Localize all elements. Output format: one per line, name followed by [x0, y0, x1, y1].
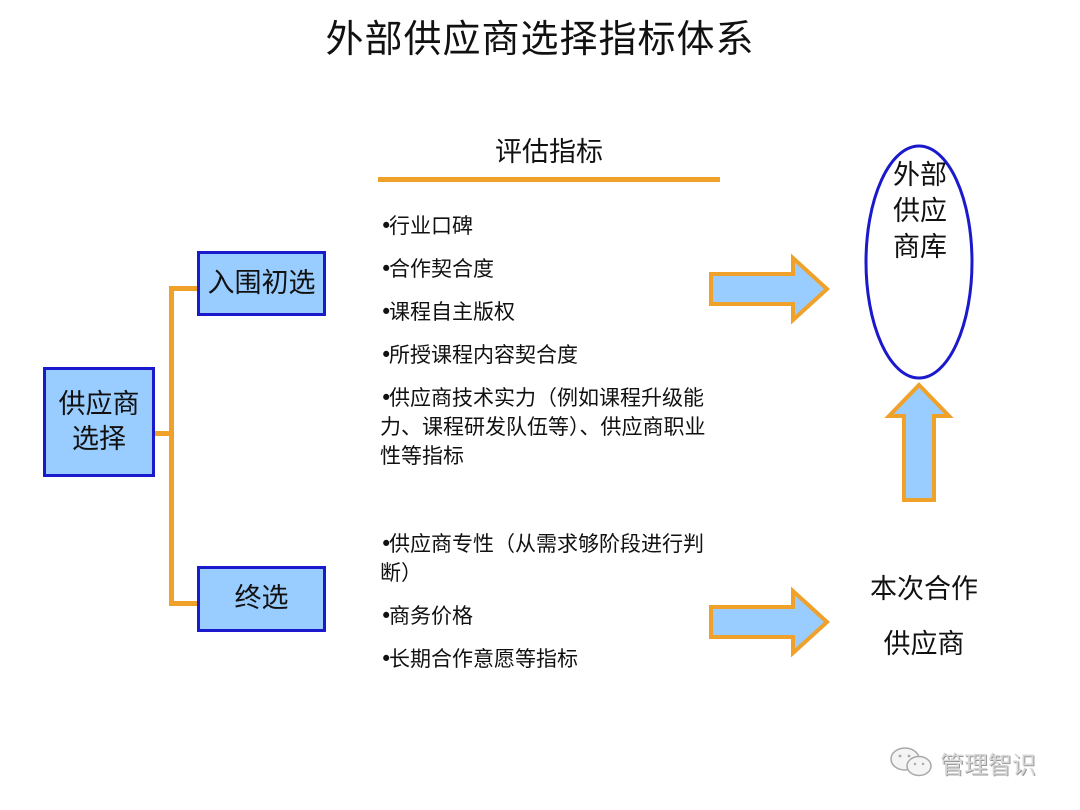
page-title: 外部供应商选择指标体系 [325, 17, 755, 61]
indicator-item: •所授课程内容契合度 [380, 341, 730, 370]
indicator-item: •行业口碑 [380, 212, 730, 241]
connector-vertical [169, 286, 174, 606]
supplier-library-label: 外部供应商库 [893, 160, 947, 263]
final-indicator-list: •供应商专性（从需求够阶段进行判断） •商务价格 •长期合作意愿等指标 [380, 530, 730, 674]
connector-root-stub [155, 431, 172, 436]
connector-to-final [169, 601, 199, 606]
indicator-item: •商务价格 [380, 602, 730, 631]
indicator-item: •课程自主版权 [380, 298, 730, 327]
final-selection-label: 终选 [234, 583, 289, 615]
indicator-item: •供应商专性（从需求够阶段进行判断） [380, 532, 704, 585]
current-partner-label: 本次合作 供应商 [870, 574, 978, 660]
watermark: 管理智识 [888, 744, 1036, 780]
indicator-item: •长期合作意愿等指标 [380, 645, 730, 674]
shortlist-indicator-list: •行业口碑 •合作契合度 •课程自主版权 •所授课程内容契合度 •供应商技术实力… [380, 212, 730, 471]
indicator-item: •合作契合度 [380, 255, 730, 284]
final-selection-box: 终选 [197, 566, 326, 632]
indicator-item: •供应商技术实力（例如课程升级能力、课程研发队伍等）、供应商职业性等指标 [380, 386, 706, 468]
shortlist-label: 入围初选 [207, 267, 316, 299]
shortlist-box: 入围初选 [197, 251, 326, 316]
watermark-text: 管理智识 [940, 750, 1036, 779]
evaluation-header: 评估指标 [495, 137, 603, 168]
supplier-selection-label: 供应商选择 [58, 388, 140, 455]
supplier-library-ellipse [864, 144, 974, 380]
wechat-icon [890, 747, 932, 777]
connector-to-shortlist [169, 286, 199, 291]
arrow-up-icon [884, 382, 954, 502]
arrow-right-icon [709, 586, 830, 658]
arrow-right-icon [709, 253, 830, 325]
header-underline [378, 177, 720, 182]
supplier-selection-box: 供应商选择 [43, 367, 155, 477]
